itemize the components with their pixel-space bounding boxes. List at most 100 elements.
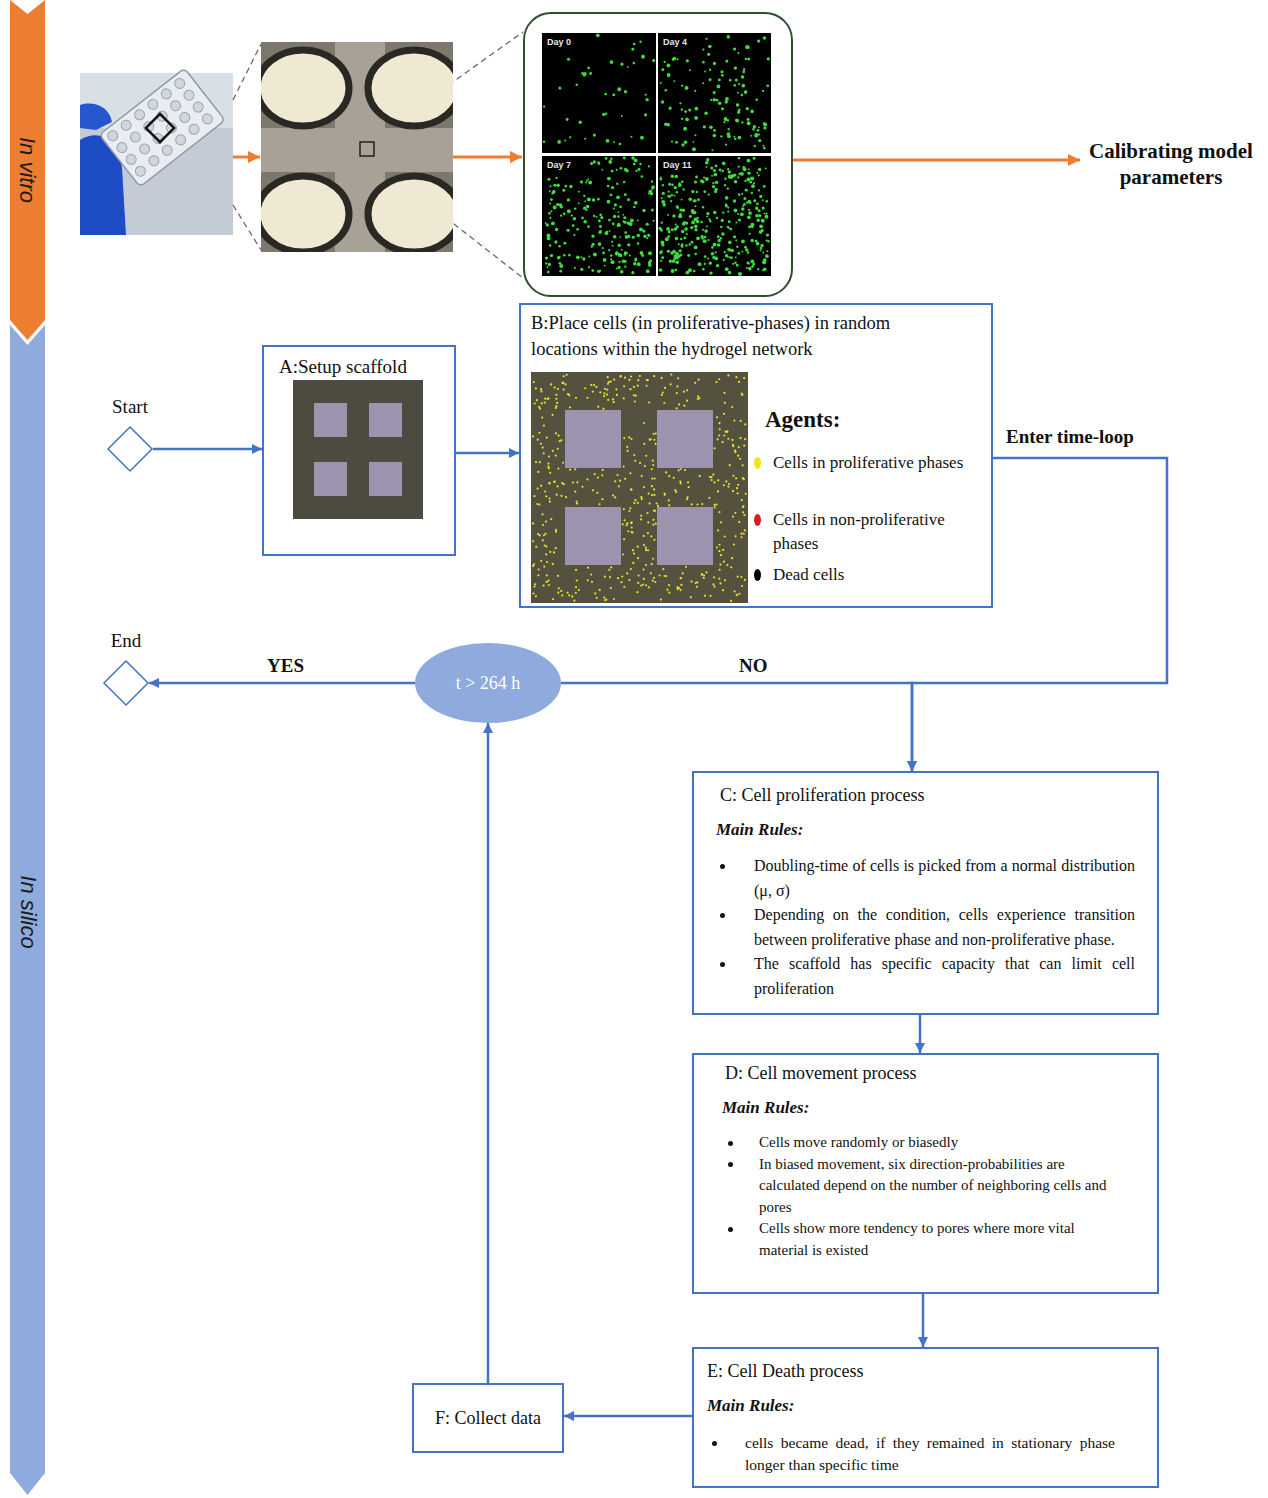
cell-dot [633, 206, 636, 209]
cell-dot [749, 181, 752, 184]
cell-dot [610, 254, 613, 257]
cell-dot [765, 167, 767, 169]
cell-dot [552, 190, 555, 193]
cell-dot [712, 185, 715, 188]
cell-dot [720, 226, 722, 228]
cell-dot [697, 395, 699, 397]
cell-dot [612, 222, 615, 225]
cell-dot [667, 75, 670, 78]
cell-dot [565, 496, 567, 498]
cell-dot [660, 598, 662, 600]
cell-dot [566, 118, 569, 121]
cell-dot [633, 386, 635, 388]
cell-dot [677, 58, 679, 60]
cell-dot [750, 223, 754, 227]
legend-title: Agents: [765, 406, 981, 433]
cell-dot [542, 539, 544, 541]
cell-dot [733, 47, 736, 50]
cell-dot [554, 240, 557, 243]
cell-dot [661, 100, 665, 104]
cell-dot [647, 234, 650, 237]
cell-dot [738, 219, 741, 222]
condition-text: t > 264 h [456, 673, 521, 694]
cell-dot [623, 221, 626, 224]
cell-dot [680, 468, 682, 470]
cell-dot [720, 226, 722, 228]
cell-dot [630, 568, 632, 570]
cell-dot [670, 200, 672, 202]
cell-dot [642, 209, 645, 212]
cell-dot [676, 256, 679, 259]
connector [149, 682, 415, 685]
cell-dot [564, 383, 566, 385]
cell-dot [567, 198, 570, 201]
cell-dot [711, 175, 713, 177]
cell-dot [690, 596, 692, 598]
cell-dot [558, 86, 561, 89]
cell-dot [711, 479, 713, 481]
cell-dot [693, 141, 695, 143]
cell-dot [727, 206, 729, 208]
terminal-diamond [103, 660, 149, 706]
cell-dot [767, 256, 769, 258]
cell-dot [626, 450, 628, 452]
cell-dot [728, 248, 732, 252]
cell-dot [703, 190, 706, 193]
cell-dot [630, 489, 632, 491]
cell-dot [743, 478, 745, 480]
cell-dot [725, 144, 727, 146]
cell-dot [685, 221, 688, 224]
cell-dot [595, 386, 597, 388]
cell-dot [747, 200, 751, 204]
cell-dot [748, 211, 752, 215]
cell-dot [715, 181, 718, 184]
cell-dot [634, 400, 636, 402]
cell-dot [731, 439, 733, 441]
cell-dot [704, 71, 706, 73]
cell-dot [712, 583, 714, 585]
cell-dot [735, 119, 738, 122]
cell-dot [637, 385, 639, 387]
cell-dot [553, 205, 557, 209]
cell-dot [715, 99, 718, 102]
cell-dot [727, 211, 729, 213]
cell-dot [755, 207, 758, 210]
cell-dot [675, 269, 677, 271]
cell-dot [735, 239, 737, 241]
cell-dot [640, 584, 642, 586]
legend-item: Cells in non-proliferative phases [754, 508, 968, 556]
cell-dot [643, 486, 645, 488]
cell-dot [581, 72, 584, 75]
terminal-diamond [107, 426, 153, 472]
cell-dot [757, 129, 760, 132]
cell-dot [734, 84, 737, 87]
cell-dot [702, 206, 704, 208]
cell-dot [624, 377, 626, 379]
cell-dot [718, 577, 720, 579]
legend-text: Dead cells [773, 563, 968, 587]
cell-dot [680, 577, 682, 579]
cell-dot [685, 118, 689, 122]
cell-dot [729, 464, 731, 466]
cell-dot [587, 198, 591, 202]
pore [657, 410, 713, 468]
cell-dot [725, 205, 728, 208]
cell-dot [668, 475, 670, 477]
cell-dot [589, 72, 592, 75]
cell-dot [746, 107, 749, 110]
cell-dot [645, 584, 647, 586]
cell-dot [753, 182, 755, 184]
chip-well [124, 152, 138, 166]
cell-dot [548, 212, 551, 215]
cell-dot [616, 195, 620, 199]
cell-dot [753, 125, 756, 128]
cell-dot [725, 97, 729, 101]
cell-dot [550, 254, 553, 257]
cell-dot [555, 394, 557, 396]
cell-dot [576, 580, 578, 582]
cell-dot [767, 240, 769, 242]
cell-dot [713, 211, 717, 215]
cell-dot [643, 443, 645, 445]
cell-dot [587, 579, 589, 581]
cell-dot [601, 474, 603, 476]
